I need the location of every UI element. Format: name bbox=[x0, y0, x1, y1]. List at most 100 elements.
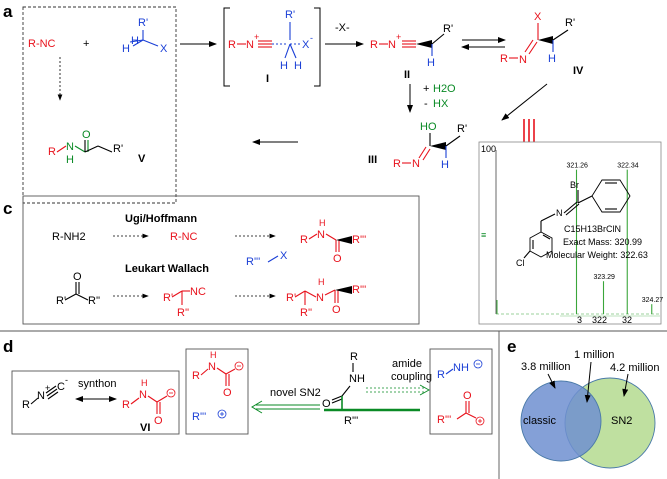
svg-text:O: O bbox=[333, 253, 342, 265]
svg-text:N: N bbox=[388, 39, 396, 51]
svg-text:R: R bbox=[48, 146, 56, 158]
molecular-weight: Molecular Weight: 322.63 bbox=[546, 250, 648, 260]
overlap-count: 1 million bbox=[574, 349, 614, 361]
svg-text:H: H bbox=[131, 35, 139, 47]
svg-text:H: H bbox=[294, 60, 302, 72]
alkyl-halide: R' H H X bbox=[122, 17, 168, 55]
svg-text:+: + bbox=[423, 83, 429, 95]
isocyanide-synthon-left: R N + C - bbox=[22, 375, 68, 411]
svg-text:R: R bbox=[437, 369, 445, 381]
novel-sn2-label: novel SN2 bbox=[270, 387, 321, 399]
svg-text:R': R' bbox=[56, 295, 66, 307]
sn2-label: SN2 bbox=[611, 415, 632, 427]
svg-text:R''': R''' bbox=[344, 415, 358, 427]
svg-text:III: III bbox=[368, 154, 377, 166]
svg-text:R'': R'' bbox=[177, 307, 189, 319]
svg-text:I: I bbox=[266, 73, 269, 85]
svg-text:R''': R''' bbox=[352, 234, 366, 246]
svg-text:R''': R''' bbox=[192, 411, 206, 423]
panel-c-box bbox=[22, 195, 420, 325]
leaving-group-label: -X- bbox=[335, 22, 350, 34]
svg-text:R': R' bbox=[138, 17, 148, 29]
svg-text:H: H bbox=[318, 277, 325, 287]
svg-text:X: X bbox=[160, 43, 168, 55]
lw-isocyanide: R' NC R'' bbox=[163, 286, 206, 319]
intermediate-III: HO N R R' H III bbox=[368, 121, 467, 171]
svg-text:R: R bbox=[350, 351, 358, 363]
svg-text:N: N bbox=[519, 54, 527, 66]
svg-text:C: C bbox=[57, 381, 65, 393]
intermediate-I: R N + R' H H X - I bbox=[223, 7, 321, 87]
svg-text:R': R' bbox=[457, 123, 467, 135]
svg-text:O: O bbox=[322, 398, 331, 410]
y-marker: ≡ bbox=[481, 230, 486, 240]
svg-text:N: N bbox=[208, 361, 216, 373]
svg-text:H: H bbox=[441, 159, 449, 171]
svg-text:R: R bbox=[300, 234, 308, 246]
svg-text:R: R bbox=[192, 370, 200, 382]
panel-d-label: d bbox=[3, 337, 13, 356]
spectrum-peak-label: 324.27 bbox=[642, 297, 664, 304]
classic-count: 3.8 million bbox=[521, 361, 571, 373]
svg-text:R': R' bbox=[285, 9, 295, 21]
svg-text:N: N bbox=[37, 390, 45, 402]
svg-text:R: R bbox=[370, 39, 378, 51]
svg-text:R': R' bbox=[443, 23, 453, 35]
svg-text:R'': R'' bbox=[300, 307, 312, 319]
svg-text:H: H bbox=[210, 350, 217, 360]
plus-sign: + bbox=[83, 38, 89, 50]
svg-text:R-NC: R-NC bbox=[28, 38, 56, 50]
alkylating-reagent: R''' X bbox=[246, 250, 288, 268]
coupling-partners-box bbox=[429, 348, 493, 435]
svg-text:N: N bbox=[139, 389, 147, 401]
svg-text:R: R bbox=[228, 39, 236, 51]
svg-text:IV: IV bbox=[573, 65, 584, 77]
product-V: R N H O R' V bbox=[48, 129, 146, 166]
venn-diagram: classic SN2 3.8 million 1 million 4.2 mi… bbox=[520, 349, 660, 469]
hydrolysis-reagents: + H2O - HX bbox=[423, 83, 456, 110]
arrow-IV-to-III bbox=[501, 83, 548, 121]
reactants-box bbox=[22, 6, 177, 204]
leukart-title: Leukart Wallach bbox=[125, 263, 209, 275]
intermediate-IV: X N R R' H IV bbox=[500, 11, 584, 77]
svg-text:X: X bbox=[280, 250, 288, 262]
nucleophile-fragment: R N H O R''' bbox=[192, 350, 244, 423]
intermediate-II: R N + R' H II bbox=[370, 23, 453, 81]
svg-text:R''': R''' bbox=[437, 414, 451, 426]
exact-mass: Exact Mass: 320.99 bbox=[563, 237, 642, 247]
panel-e-label: e bbox=[507, 337, 516, 356]
svg-text:NC: NC bbox=[190, 286, 206, 298]
target-amide: R NH O R''' bbox=[322, 351, 420, 427]
red-bars-mark bbox=[523, 119, 535, 142]
panel-a-label: a bbox=[3, 2, 13, 21]
sn2-count: 4.2 million bbox=[610, 362, 660, 374]
svg-text:N: N bbox=[412, 158, 420, 170]
svg-text:H: H bbox=[141, 378, 148, 388]
x-tick-3: 32 bbox=[622, 315, 632, 325]
carbanion-synthon-VI: R N H O VI bbox=[122, 378, 176, 434]
svg-text:O: O bbox=[223, 387, 232, 399]
svg-text:II: II bbox=[404, 69, 410, 81]
spectrum-peak-label: 323.29 bbox=[594, 274, 616, 281]
y-max-label: 100 bbox=[481, 144, 496, 154]
svg-text:+: + bbox=[45, 383, 50, 393]
svg-text:O: O bbox=[332, 304, 341, 316]
spectrum-frame bbox=[478, 141, 662, 325]
svg-text:+: + bbox=[254, 32, 259, 42]
x-tick-1: 3 bbox=[577, 315, 582, 325]
svg-text:N: N bbox=[66, 141, 74, 153]
bromoimine-structure: Cl N Br bbox=[516, 179, 631, 268]
svg-text:HX: HX bbox=[433, 98, 449, 110]
svg-text:H: H bbox=[122, 43, 130, 55]
svg-text:N: N bbox=[246, 39, 254, 51]
svg-text:R: R bbox=[500, 53, 508, 65]
amide-coupling-label-2: coupling bbox=[391, 371, 432, 383]
ugi-isocyanide: R-NC bbox=[170, 231, 198, 243]
ugi-amide: R N H O R''' bbox=[300, 218, 366, 265]
sn2-retro-arrow bbox=[251, 400, 320, 414]
synthon-box bbox=[11, 370, 180, 435]
svg-text:HO: HO bbox=[420, 121, 437, 133]
svg-text:H: H bbox=[280, 60, 288, 72]
